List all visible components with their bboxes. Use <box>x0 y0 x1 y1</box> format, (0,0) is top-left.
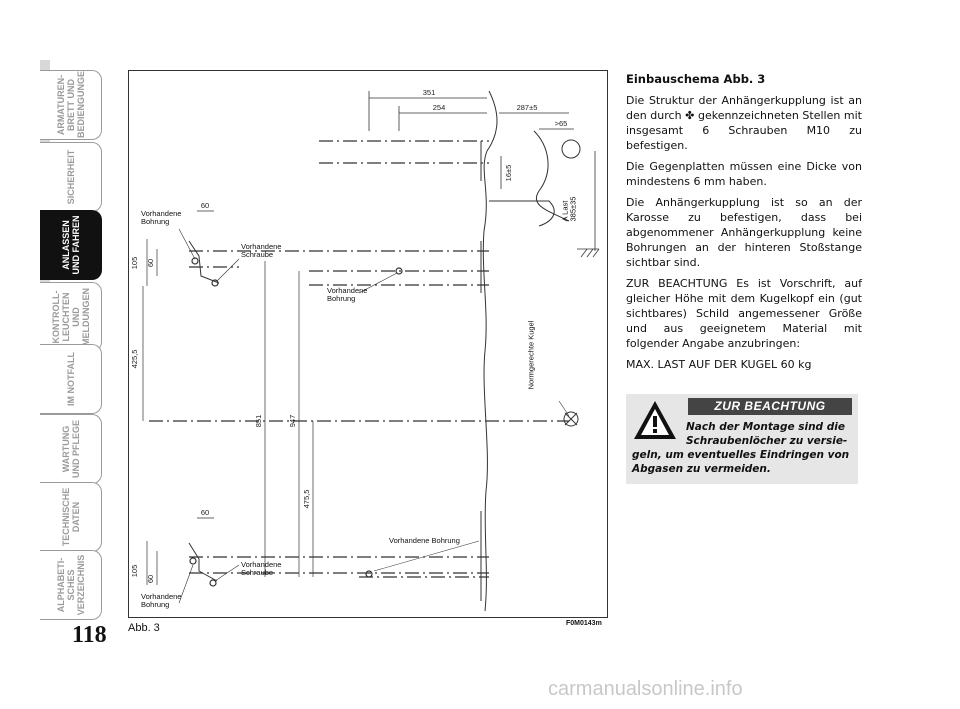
dim-425: 425,5 <box>130 350 139 369</box>
dim-947: 947 <box>288 415 297 428</box>
dim-287: 287±5 <box>517 103 538 112</box>
label-normgerechte-kugel: Normgerechte Kugel <box>526 320 536 390</box>
dim-60-b: 60 <box>146 259 155 267</box>
paragraph-1: Die Struktur der Anhängerkupplung ist an… <box>626 94 862 152</box>
dim-16: 16±5 <box>504 165 513 182</box>
chapter-tab[interactable]: KONTROLL- LEUCHTEN UND MELDUNGEN <box>40 282 102 352</box>
chapter-tab[interactable]: WARTUNG UND PFLEGE <box>40 414 102 484</box>
label-bohrung-top: Vorhandene Bohrung <box>141 209 182 226</box>
chapter-tab-label: ARMATUREN- BRETT UND BEDIENGUNGEN <box>55 70 86 138</box>
paragraph-4: ZUR BEACHTUNG Es ist Vorschrift, auf gle… <box>626 277 862 350</box>
chapter-tab[interactable]: ALPHABETI- SCHES VERZEICHNIS <box>40 550 102 620</box>
section-heading: Einbauschema Abb. 3 <box>626 72 766 86</box>
chapter-tab-label: KONTROLL- LEUCHTEN UND MELDUNGEN <box>50 288 91 346</box>
dim-105-a: 105 <box>130 257 139 270</box>
chapter-tab-label: TECHNISCHE DATEN <box>60 487 81 547</box>
chapter-tab[interactable]: SICHERHEIT <box>40 142 102 212</box>
paragraph-5: MAX. LAST AUF DER KUGEL 60 kg <box>626 358 812 371</box>
warning-triangle-icon <box>634 401 676 439</box>
warning-title: ZUR BEACHTUNG <box>688 398 852 415</box>
dim-105-b: 105 <box>130 565 139 578</box>
text-column: Einbauschema Abb. 3 Die Struktur der Anh… <box>626 72 862 378</box>
dim-475: 475,5 <box>302 490 311 509</box>
chapter-tab-label: ANLASSEN UND FAHREN <box>60 215 81 275</box>
figure-caption: Abb. 3 <box>128 622 160 634</box>
watermark: carmanualsonline.info <box>548 678 743 700</box>
chapter-tab-label: SICHERHEIT <box>65 149 76 205</box>
label-a-last: A Last 385±35 <box>560 196 578 222</box>
label-bohrung-bottom-right: Vorhandene Bohrung <box>389 536 460 545</box>
chapter-tab-label: WARTUNG UND PFLEGE <box>60 420 81 479</box>
dim-65: >65 <box>555 119 568 128</box>
warning-line-1: Nach der Montage sind die <box>686 421 845 433</box>
paragraph-3: Die Anhängerkupplung ist so an der Karos… <box>626 196 862 269</box>
chapter-tab[interactable]: ARMATUREN- BRETT UND BEDIENGUNGEN <box>40 70 102 140</box>
warning-text: Nach der Montage sind die Schraubenlöche… <box>632 420 854 476</box>
label-bohrung-bottom: Vorhandene Bohrung <box>141 592 182 609</box>
dim-851: 851 <box>254 415 263 428</box>
chapter-tab[interactable]: IM NOTFALL <box>40 344 102 414</box>
dim-60-c: 60 <box>201 508 209 517</box>
dim-60-a: 60 <box>201 201 209 210</box>
dim-60-d: 60 <box>146 575 155 583</box>
installation-diagram: 351 254 287±5 >65 16±5 60 105 60 425,5 8… <box>128 70 608 618</box>
chapter-tab[interactable]: TECHNISCHE DATEN <box>40 482 102 552</box>
label-bohrung-mid: Vorhandene Bohrung <box>327 286 368 303</box>
label-schraube-bottom: Vorhandene Schraube <box>241 560 282 577</box>
chapter-tab-label: ALPHABETI- SCHES VERZEICHNIS <box>55 554 86 616</box>
chapter-tab[interactable]: ANLASSEN UND FAHREN <box>40 210 102 280</box>
dim-254: 254 <box>433 103 446 112</box>
warning-line-2: Schraubenlöcher zu versie- <box>686 435 848 447</box>
figure-code: F0M0143m <box>566 620 602 627</box>
chapter-tab-label: IM NOTFALL <box>65 352 76 406</box>
warning-rest: geln, um eventuelles Eindringen von Abga… <box>632 449 850 475</box>
label-schraube-top: Vorhandene Schraube <box>241 242 282 259</box>
page-number: 118 <box>72 622 107 648</box>
paragraph-2: Die Gegenplatten müssen eine Dicke von m… <box>626 160 862 188</box>
dim-351: 351 <box>423 88 436 97</box>
